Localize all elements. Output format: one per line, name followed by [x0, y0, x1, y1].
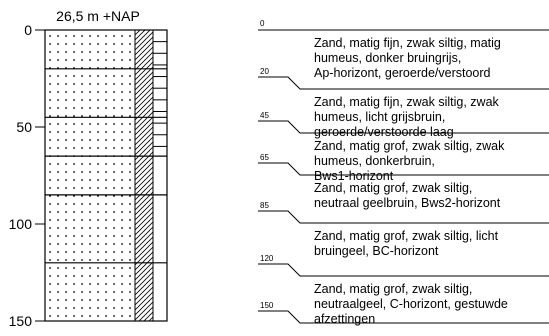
axis-tick-label: 0	[24, 22, 32, 38]
layer-description-line: Zand, matig grof, zwak siltig,	[314, 282, 472, 296]
layer-description-line: afzettingen	[314, 312, 375, 326]
layer-description-line: Zand, matig grof, zwak siltig, zwak	[314, 139, 505, 153]
layer-description-line: humeus, licht grijsbruin,	[314, 110, 445, 124]
description-boundary	[258, 211, 549, 223]
depth-label: 120	[260, 254, 274, 263]
layer-description-line: humeus, donker bruingrijs,	[314, 51, 461, 65]
layer-description-line: neutraalgeel, C-horizont, gestuwde	[314, 297, 508, 311]
layer-description-line: Ap-horizont, geroerde/verstoord	[314, 66, 491, 80]
depth-label: 85	[260, 201, 269, 210]
axis-tick-label: 50	[16, 119, 32, 135]
sand-fill	[45, 30, 135, 321]
depth-label: 0	[260, 19, 265, 28]
layer-description-line: Zand, matig fijn, zwak siltig, matig	[314, 36, 501, 50]
layer-description-line: humeus, donkerbruin,	[314, 154, 435, 168]
axis-tick-label: 100	[9, 216, 33, 232]
layer-description-line: Zand, matig grof, zwak siltig,	[314, 181, 472, 195]
soil-column	[45, 30, 167, 321]
layer-description-line: bruingeel, BC-horizont	[314, 244, 439, 258]
depth-label: 150	[260, 301, 274, 310]
layer-description-line: Zand, matig fijn, zwak siltig, zwak	[314, 95, 500, 109]
description-boundary	[258, 264, 549, 276]
layer-description-line: neutraal geelbruin, Bws2-horizont	[314, 196, 501, 210]
elevation-label: 26,5 m +NAP	[56, 8, 140, 24]
axis-tick-label: 150	[9, 313, 33, 329]
layer-description-line: Zand, matig grof, zwak siltig, licht	[314, 229, 499, 243]
depth-axis: 0 50 100 150	[9, 22, 45, 329]
description-boundary	[258, 311, 549, 323]
layer-description-line: geroerde/verstoorde laag	[314, 125, 454, 139]
depth-label: 65	[260, 153, 269, 162]
depth-label: 20	[260, 67, 269, 76]
silt-fill	[135, 30, 153, 321]
depth-label: 45	[260, 111, 269, 120]
